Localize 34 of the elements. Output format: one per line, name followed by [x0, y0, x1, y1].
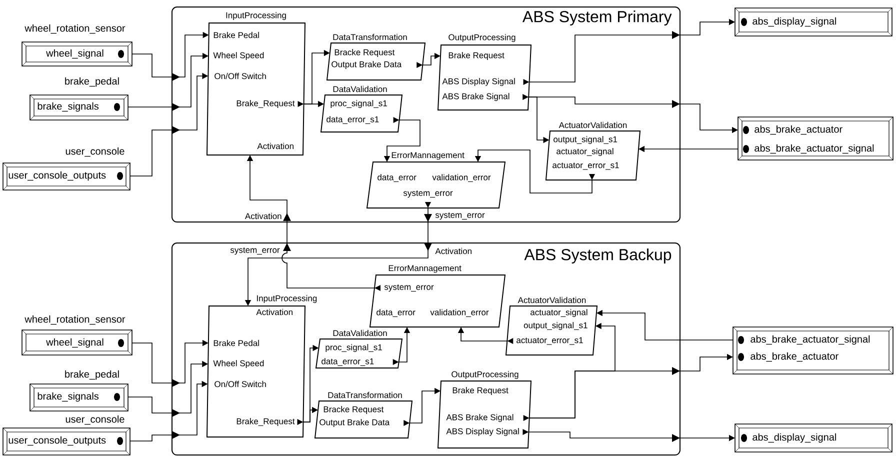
function-block: InputProcessing Activation Brake Pedal Wheel Speed On/Off Switch Brake_Request	[206, 295, 317, 438]
node-label: DataValidation	[333, 86, 387, 92]
node-label: ActuatorValidation	[518, 296, 586, 304]
terminal-box: user_console user_console_outputs	[2, 415, 130, 456]
node-label: brake_pedal	[65, 77, 119, 87]
port-label: system_error	[230, 247, 280, 255]
terminal-box: brake_pedal brake_signals	[30, 77, 128, 120]
node-label: DataTransformation	[333, 34, 407, 40]
node-label: InputProcessing	[226, 12, 286, 20]
terminal-box: abs_brake_actuator_signal abs_brake_actuator	[732, 326, 894, 374]
node-label: brake_pedal	[65, 370, 119, 380]
terminal-box: abs_display_signal	[734, 8, 892, 36]
terminal-box: user_console user_console_outputs	[2, 147, 130, 190]
node-label: OutputProcessing	[452, 371, 518, 379]
port-label: Activation	[244, 212, 282, 220]
node-label: wheel_rotation_sensor	[24, 315, 126, 325]
node-label: ActuatorValidation	[558, 122, 627, 128]
node-label: DataTransformation	[328, 392, 402, 398]
node-label: ErrorMannagement	[392, 152, 464, 160]
node-label: wheel_rotation_sensor	[24, 24, 126, 34]
connector	[302, 406, 318, 422]
node-label: user_console	[66, 147, 124, 157]
terminal-box: abs_brake_actuator abs_brake_actuator_signal	[738, 116, 894, 160]
node-label: user_console	[66, 415, 124, 425]
terminal-box: wheel_rotation_sensor wheel_signal	[22, 315, 132, 356]
node-label: InputProcessing	[256, 295, 317, 303]
terminal-box: abs_display_signal	[734, 424, 892, 452]
connector	[128, 52, 208, 111]
port-label: system_error	[435, 212, 485, 220]
function-block: InputProcessing Brake Pedal Wheel Speed On/Off Switch Brake_Request Activation	[206, 12, 306, 156]
node-label: OutputProcessing	[448, 34, 516, 42]
node-label: DataValidation	[333, 330, 387, 336]
node-label: ErrorMannagement	[388, 265, 462, 273]
port-label: Activation	[435, 248, 472, 254]
